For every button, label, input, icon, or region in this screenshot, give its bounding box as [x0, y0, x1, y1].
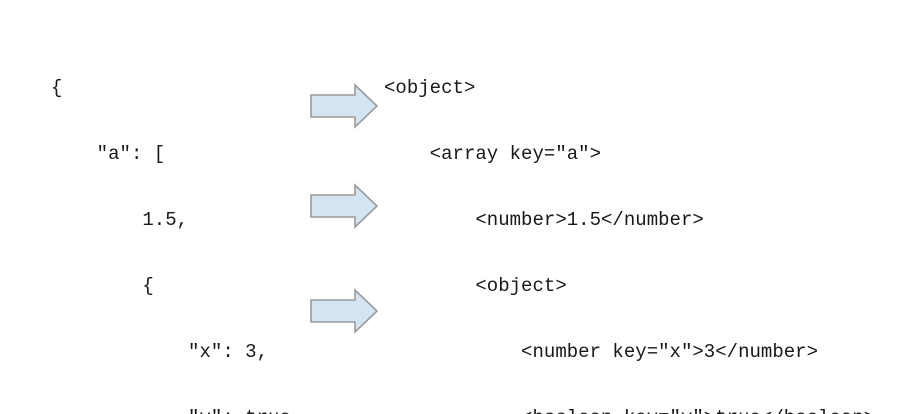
- xml-line: <object>: [384, 275, 567, 297]
- xml-line: <boolean key="y">true</boolean>: [384, 407, 875, 414]
- json-line: {: [51, 275, 154, 297]
- xml-line: <array key="a">: [384, 143, 602, 165]
- json-line: "x": 3,: [51, 341, 269, 363]
- right-arrow-icon: [310, 183, 379, 229]
- right-arrow-icon: [310, 83, 379, 129]
- xml-line: <number key="x">3</number>: [384, 341, 819, 363]
- json-line: 1.5,: [51, 209, 189, 231]
- xml-result-block: <object> <array key="a"> <number>1.5</nu…: [384, 33, 875, 414]
- right-arrow-icon: [310, 288, 379, 334]
- xml-line: <number>1.5</number>: [384, 209, 704, 231]
- json-source-block: { "a": [ 1.5, { "x": 3, "y": true }, nul…: [51, 33, 291, 414]
- json-line: "y": true: [51, 407, 291, 414]
- json-line: {: [51, 77, 63, 99]
- xml-line: <object>: [384, 77, 476, 99]
- json-line: "a": [: [51, 143, 166, 165]
